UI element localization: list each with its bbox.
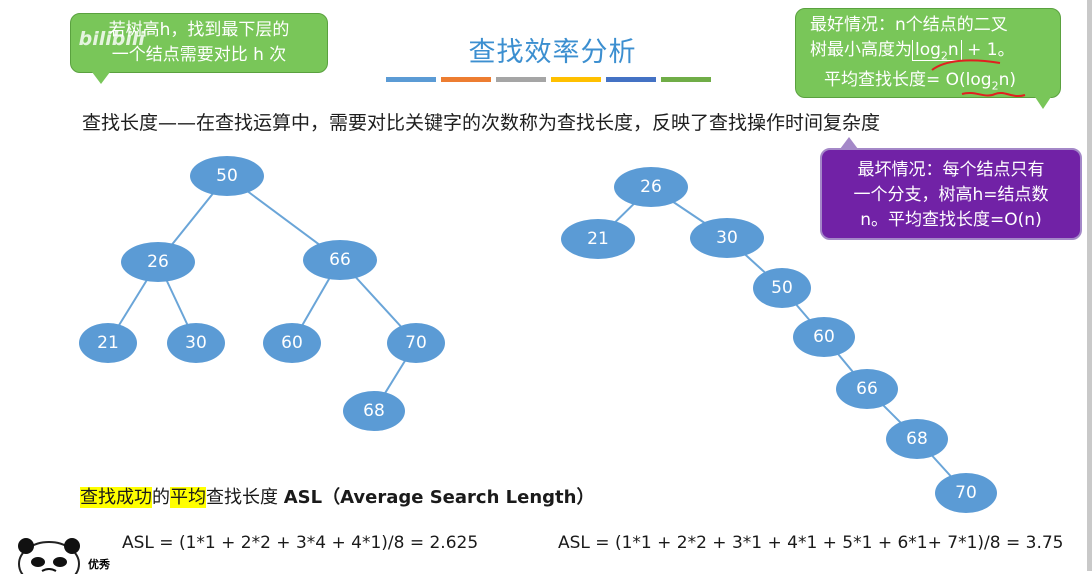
highlight-average: 平均: [170, 487, 206, 508]
tree-node: 30: [167, 323, 225, 363]
tree-node: 60: [263, 323, 321, 363]
tree-node: 50: [190, 156, 264, 196]
tree-node: 21: [561, 219, 635, 259]
tree-node: 50: [753, 268, 811, 308]
tree-node: 68: [886, 419, 948, 459]
asl-formula-balanced: ASL = (1*1 + 2*2 + 3*4 + 4*1)/8 = 2.625: [122, 533, 478, 553]
tree-node: 30: [690, 218, 764, 258]
tree-node: 21: [79, 323, 137, 363]
panda-badge-text: 优秀: [88, 556, 110, 572]
tree-node: 26: [121, 242, 195, 282]
tree-node: 60: [793, 317, 855, 357]
tree-node: 70: [935, 473, 997, 513]
asl-heading: 查找成功的平均查找长度 ASL（Average Search Length）: [80, 483, 594, 509]
panda-meme-icon: [12, 534, 86, 574]
balanced-tree-edges: [108, 176, 416, 411]
highlight-success: 查找成功: [80, 487, 152, 508]
tree-node: 70: [387, 323, 445, 363]
tree-node: 68: [343, 391, 405, 431]
asl-formula-skewed: ASL = (1*1 + 2*2 + 3*1 + 4*1 + 5*1 + 6*1…: [558, 533, 1063, 553]
tree-node: 26: [614, 167, 688, 207]
tree-node: 66: [303, 240, 377, 280]
tree-node: 66: [836, 369, 898, 409]
